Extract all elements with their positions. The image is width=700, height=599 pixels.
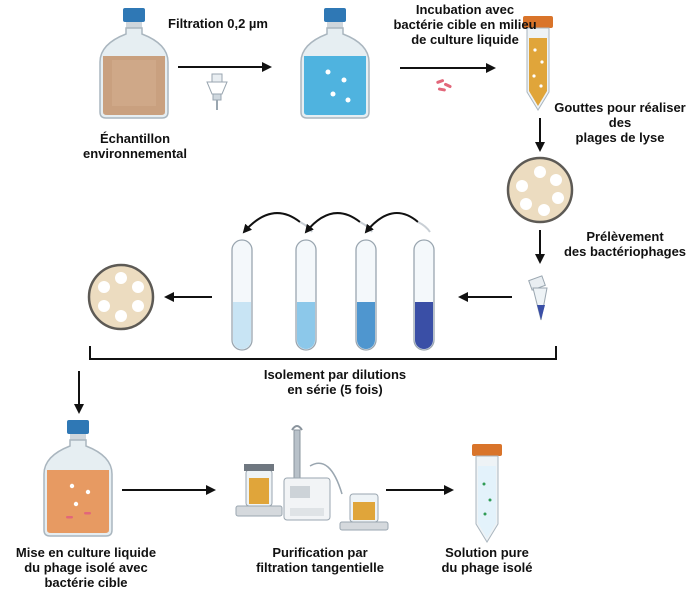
label-solution: Solution pure du phage isolé xyxy=(441,545,533,575)
label-purification: Purification par filtration tangentielle xyxy=(256,545,384,575)
bacteria-icon xyxy=(436,79,452,92)
filtered-bottle-icon xyxy=(300,8,370,119)
dilution-tube-3 xyxy=(355,239,377,351)
isolation-plate-icon xyxy=(87,263,155,331)
label-filtration: Filtration 0,2 µm xyxy=(168,16,268,31)
label-incubation: Incubation avec bactérie cible en milieu… xyxy=(393,2,537,47)
dilution-bracket xyxy=(89,346,557,360)
label-prelevement: Prélèvement des bactériophages xyxy=(563,229,687,259)
phage-culture-bottle-icon xyxy=(43,420,113,537)
label-gouttes: Gouttes pour réaliser des plages de lyse xyxy=(554,100,686,145)
label-mise-en-culture: Mise en culture liquide du phage isolé a… xyxy=(15,545,157,590)
label-echantillon: Échantillon environnemental xyxy=(82,131,188,161)
pipette-tip-icon xyxy=(528,275,548,321)
transfer-arrow-2 xyxy=(304,212,361,234)
transfer-arrow-3 xyxy=(364,212,419,234)
lysis-plate-icon xyxy=(506,156,574,224)
tangential-filtration-icon xyxy=(235,425,389,531)
culture-tube-icon xyxy=(523,16,553,111)
pure-phage-tube-icon xyxy=(472,444,502,543)
sample-bottle-icon xyxy=(99,8,169,119)
label-isolement: Isolement par dilutions en série (5 fois… xyxy=(263,367,407,397)
dilution-tube-4 xyxy=(413,239,435,351)
transfer-arrow-1 xyxy=(242,212,301,234)
syringe-filter-icon xyxy=(206,73,228,110)
dilution-tube-2 xyxy=(295,239,317,351)
dilution-tube-1 xyxy=(231,239,253,351)
